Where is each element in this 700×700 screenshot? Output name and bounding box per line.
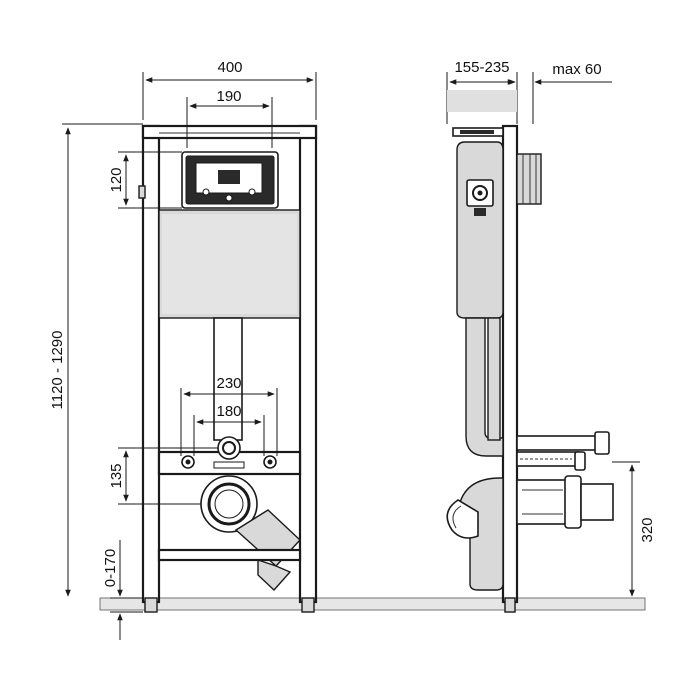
front-dimensions: 400 190 120 1120 - 1290 230 180 135 <box>49 59 317 640</box>
side-drain-outlet <box>516 479 568 525</box>
side-dimensions: 155-235 max 60 320 <box>446 59 656 597</box>
floor-line <box>99 597 646 611</box>
dim-panel-height: 120 <box>108 167 125 192</box>
dim-wall-max: max 60 <box>552 61 601 78</box>
lower-crossbar <box>157 548 302 562</box>
side-down-pipe <box>465 317 504 457</box>
side-upright <box>501 124 519 604</box>
front-view <box>138 124 318 613</box>
side-inlet-pipe <box>516 435 598 451</box>
front-right-foot <box>301 597 315 613</box>
side-view <box>446 124 614 613</box>
dim-foot-adjust: 0-170 <box>102 549 119 587</box>
dim-bolt-spacing-outer: 230 <box>216 375 241 392</box>
dim-width-panel: 190 <box>216 88 241 105</box>
front-right-upright <box>298 124 318 604</box>
side-cistern <box>456 141 504 319</box>
dim-bolt-spacing-inner: 180 <box>216 403 241 420</box>
dim-height-range: 1120 - 1290 <box>49 331 66 410</box>
dim-depth-range: 155-235 <box>454 59 509 76</box>
dim-inlet-height: 135 <box>108 463 125 488</box>
front-left-foot <box>144 597 158 613</box>
front-top-crossbar <box>141 124 318 140</box>
dim-width-total: 400 <box>217 59 242 76</box>
side-flush-box <box>516 153 542 205</box>
side-foot <box>504 597 516 613</box>
dim-outlet-height: 320 <box>639 517 656 542</box>
